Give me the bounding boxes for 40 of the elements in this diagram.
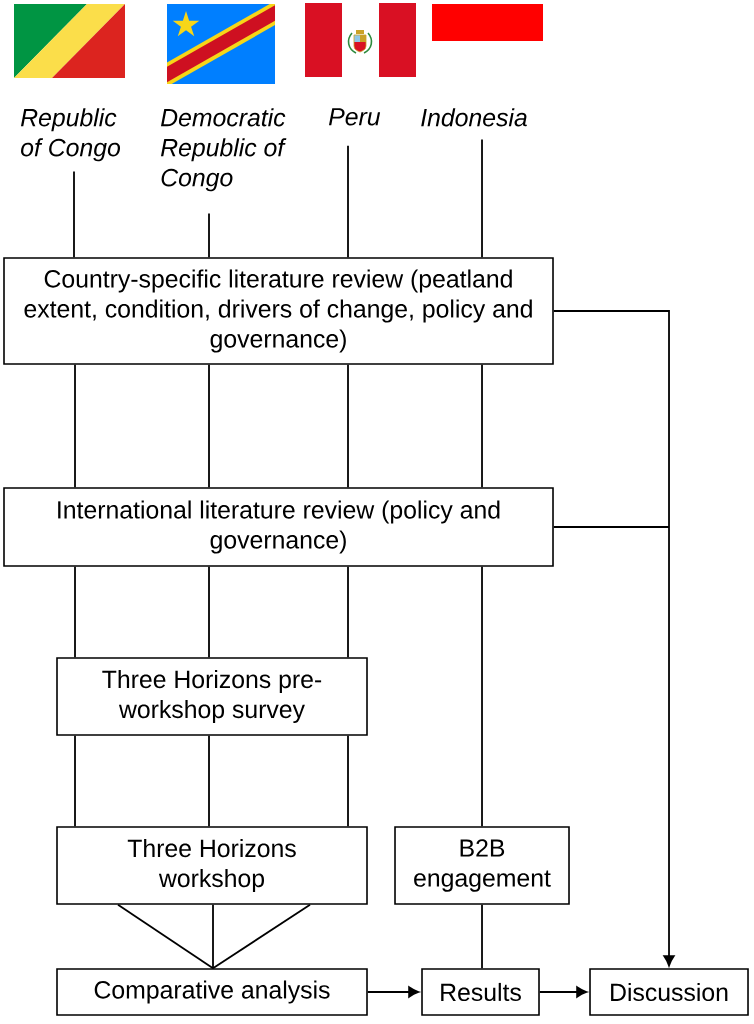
country-name: Democratic Republic of Congo <box>160 108 287 192</box>
connector-line <box>212 903 311 970</box>
flag <box>14 4 125 78</box>
connector-line <box>74 734 76 828</box>
country-name: Republic of Congo <box>20 108 121 162</box>
country-name: Indonesia <box>421 108 527 127</box>
connector-line <box>208 565 210 659</box>
connector-line <box>552 310 670 528</box>
connector-line <box>552 526 670 528</box>
connector-line <box>74 363 76 489</box>
process-box: Discussion <box>589 968 749 1016</box>
connector-line <box>208 363 210 489</box>
connector-line <box>481 138 483 259</box>
process-box: Three Horizons pre-workshop survey <box>56 657 368 736</box>
flag <box>432 4 543 41</box>
flag <box>305 3 416 77</box>
country-name: Peru <box>328 108 381 126</box>
arrow <box>538 986 588 998</box>
process-box: International literature review (policy and governance) <box>3 487 554 567</box>
connector-line <box>208 734 210 828</box>
process-box: Three Horizons workshop <box>56 826 368 905</box>
connector-line <box>74 565 76 659</box>
connector-line <box>117 903 214 970</box>
connector-line <box>212 903 214 970</box>
process-box: Comparative analysis <box>56 968 368 1016</box>
connector-line <box>73 170 75 259</box>
arrow <box>663 526 675 967</box>
connector-line <box>481 565 483 828</box>
connector-line <box>347 144 349 259</box>
process-box: Results <box>421 968 540 1016</box>
connector-line <box>481 363 483 489</box>
process-box: Country-specific literature review (peatland extent, condition, drivers of change, policy and governance) <box>3 257 554 365</box>
flag <box>167 4 275 84</box>
connector-line <box>347 565 349 659</box>
connector-line <box>347 734 349 828</box>
connector-line <box>208 212 210 259</box>
arrow <box>366 986 420 998</box>
process-box: B2B engagement <box>394 826 570 905</box>
connector-line <box>481 903 483 970</box>
connector-line <box>347 363 349 489</box>
